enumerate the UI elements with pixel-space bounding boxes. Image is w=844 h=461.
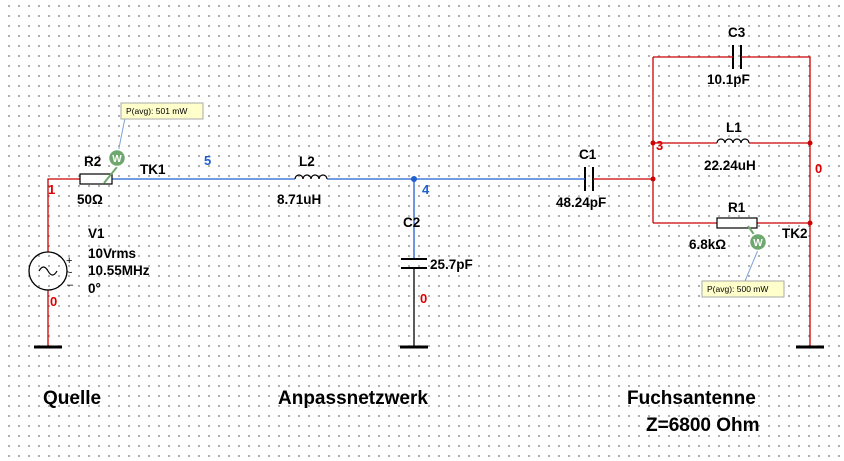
capacitor-c1[interactable] bbox=[584, 167, 594, 191]
junction-node-3-b bbox=[650, 176, 656, 182]
junction-node-4 bbox=[411, 176, 417, 182]
r1-value: 6.8kΩ bbox=[689, 237, 726, 252]
node-label-4: 4 bbox=[422, 182, 430, 197]
junction-node-3-a bbox=[650, 140, 656, 146]
capacitor-c3[interactable] bbox=[732, 45, 742, 69]
junction-gnd-b bbox=[807, 220, 813, 226]
v1-name: V1 bbox=[88, 226, 105, 241]
probe-tk1-reading: P(avg): 501 mW bbox=[126, 106, 187, 116]
v1-frequency: 10.55MHz bbox=[88, 263, 150, 278]
junction-gnd-a bbox=[807, 140, 813, 146]
v1-phase: 0° bbox=[88, 281, 101, 296]
node-label-0-source: 0 bbox=[50, 294, 57, 309]
c2-name: C2 bbox=[403, 215, 420, 230]
c3-value: 10.1pF bbox=[707, 72, 750, 87]
v1-plus-sign: + bbox=[66, 255, 72, 267]
l2-value: 8.71uH bbox=[277, 192, 321, 207]
wattmeter-tk1-icon[interactable] bbox=[107, 148, 127, 168]
c3-name: C3 bbox=[728, 25, 746, 40]
resistor-r2[interactable] bbox=[79, 173, 113, 185]
v1-amplitude: 10Vrms bbox=[88, 246, 136, 261]
probe-tk1-readout-box bbox=[120, 102, 204, 120]
probe-tk2-readout-box bbox=[701, 280, 785, 298]
r1-name: R1 bbox=[728, 200, 746, 215]
l2-name: L2 bbox=[299, 154, 315, 169]
probe-tk1-lead bbox=[103, 166, 118, 184]
node-label-1: 1 bbox=[48, 182, 55, 197]
section-title-source: Quelle bbox=[43, 388, 101, 409]
wattmeter-tk2-icon[interactable] bbox=[748, 232, 768, 252]
wire-node-1[interactable] bbox=[47, 178, 80, 252]
resistor-r1[interactable] bbox=[716, 217, 758, 229]
probe-tk1-name: TK1 bbox=[140, 162, 166, 177]
capacitor-c2[interactable] bbox=[401, 258, 427, 269]
ac-voltage-source-v1[interactable] bbox=[28, 251, 68, 291]
c2-value: 25.7pF bbox=[430, 257, 473, 272]
section-title-impedance: Z=6800 Ohm bbox=[646, 415, 760, 436]
wattmeter-tk1-letter: W bbox=[112, 154, 122, 165]
wire-antenna-ground[interactable] bbox=[745, 56, 811, 347]
v1-tilde-sign: ~ bbox=[66, 267, 72, 279]
node-label-0-c2: 0 bbox=[420, 291, 427, 306]
wire-node-3[interactable] bbox=[597, 56, 729, 224]
probe-tk2-reading: P(avg): 500 mW bbox=[707, 284, 768, 294]
wattmeter-tk2-letter: W bbox=[753, 238, 763, 249]
node-label-0-antenna: 0 bbox=[815, 161, 822, 176]
probe-tk2-name: TK2 bbox=[782, 226, 808, 241]
inductor-l1[interactable] bbox=[716, 138, 750, 144]
inductor-l2[interactable] bbox=[294, 174, 328, 180]
node-label-5: 5 bbox=[204, 153, 211, 168]
probe-tk2-pointer bbox=[744, 249, 759, 282]
c1-name: C1 bbox=[579, 147, 597, 162]
section-title-antenna: Fuchsantenne bbox=[627, 388, 756, 409]
r2-value: 50Ω bbox=[77, 192, 103, 207]
node-label-3: 3 bbox=[656, 138, 663, 153]
l1-value: 22.24uH bbox=[704, 158, 756, 173]
v1-minus-sign: – bbox=[67, 279, 74, 291]
c1-value: 48.24pF bbox=[556, 195, 606, 210]
r2-name: R2 bbox=[84, 154, 101, 169]
l1-name: L1 bbox=[726, 120, 742, 135]
section-title-network: Anpassnetzwerk bbox=[278, 388, 428, 409]
